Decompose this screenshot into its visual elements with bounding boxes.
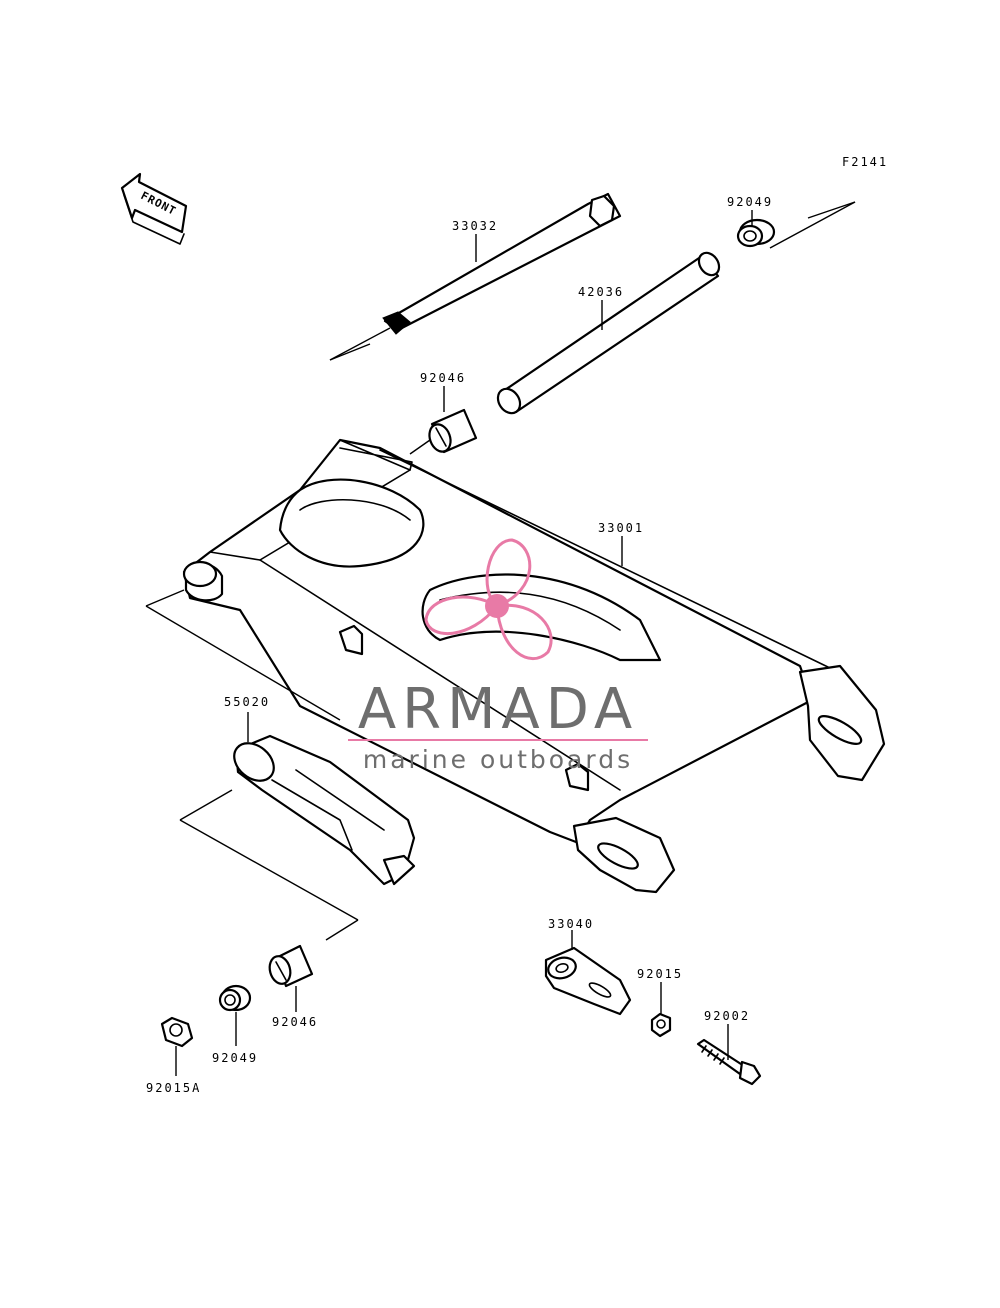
- axle-nut-part: [160, 1016, 194, 1076]
- part-label-33032: 33032: [452, 219, 498, 233]
- chain-adjuster-part: [544, 930, 632, 1016]
- figure-code: F2141: [842, 155, 888, 169]
- part-label-92002: 92002: [704, 1009, 750, 1023]
- armada-watermark: ARMADA marine outboards: [348, 538, 648, 774]
- part-label-92046-top: 92046: [420, 371, 466, 385]
- part-label-42036: 42036: [578, 285, 624, 299]
- adjuster-nut-part: [650, 982, 672, 1038]
- bearing-bottom-part: [268, 944, 314, 1012]
- collar-bottom-part: [218, 984, 252, 1046]
- bearing-top-part: [409, 408, 478, 455]
- watermark-brand: ARMADA: [358, 677, 638, 742]
- chain-guide-part: [145, 589, 416, 941]
- part-label-92046-bottom: 92046: [272, 1015, 318, 1029]
- part-label-92049-bottom: 92049: [212, 1051, 258, 1065]
- collar-top-part: [736, 201, 856, 249]
- swingarm-part: [182, 438, 886, 894]
- propeller-logo-icon: [424, 538, 553, 661]
- adjuster-bolt-part: [696, 1024, 762, 1086]
- part-label-92049-top: 92049: [727, 195, 773, 209]
- part-label-92015: 92015: [637, 967, 683, 981]
- axle-part: [329, 192, 622, 361]
- part-label-55020: 55020: [224, 695, 270, 709]
- part-label-33001: 33001: [598, 521, 644, 535]
- front-arrow-icon: FRONT: [120, 172, 188, 245]
- part-label-92015a: 92015A: [146, 1081, 201, 1095]
- part-label-33040: 33040: [548, 917, 594, 931]
- watermark-tagline: marine outboards: [363, 745, 633, 774]
- sleeve-part: [496, 251, 721, 415]
